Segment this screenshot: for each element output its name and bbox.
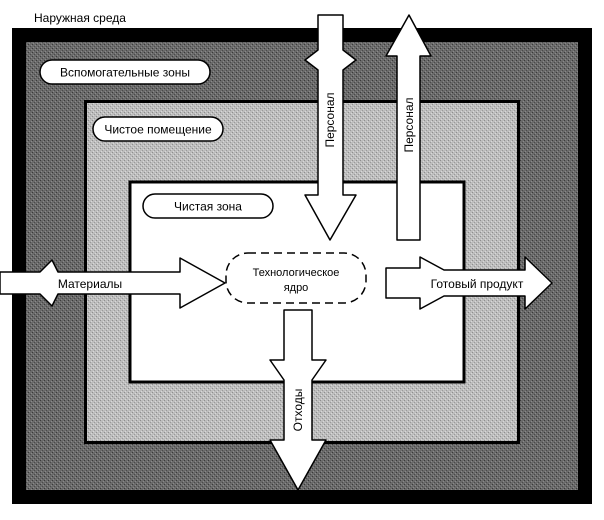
auxiliary-zone-label: Вспомогательные зоны: [60, 66, 190, 80]
clean-zone-label: Чистая зона: [174, 200, 242, 214]
waste-arrow: [269, 309, 327, 491]
personnel-in-label: Персонал: [323, 92, 337, 147]
auxiliary-zone-label-box: [39, 59, 211, 85]
personnel-out-label: Персонал: [402, 97, 416, 152]
personnel-in-arrow: [304, 14, 357, 241]
cleanroom-label-box: [92, 116, 224, 142]
personnel-out-arrow: [385, 14, 432, 241]
technological-core-label-line1: Технологическое: [253, 267, 340, 279]
technological-core-label-line2: ядро: [284, 282, 309, 294]
waste-label: Отходы: [291, 389, 305, 432]
product-label: Готовый продукт: [431, 277, 524, 291]
outer-environment-label: Наружная среда: [34, 11, 126, 25]
cleanroom-label: Чистое помещение: [104, 123, 212, 137]
materials-arrow: [0, 257, 226, 309]
materials-label: Материалы: [58, 277, 122, 291]
clean-zone-label-box: [142, 193, 274, 219]
product-arrow: [385, 256, 553, 310]
technological-core: [225, 252, 367, 304]
